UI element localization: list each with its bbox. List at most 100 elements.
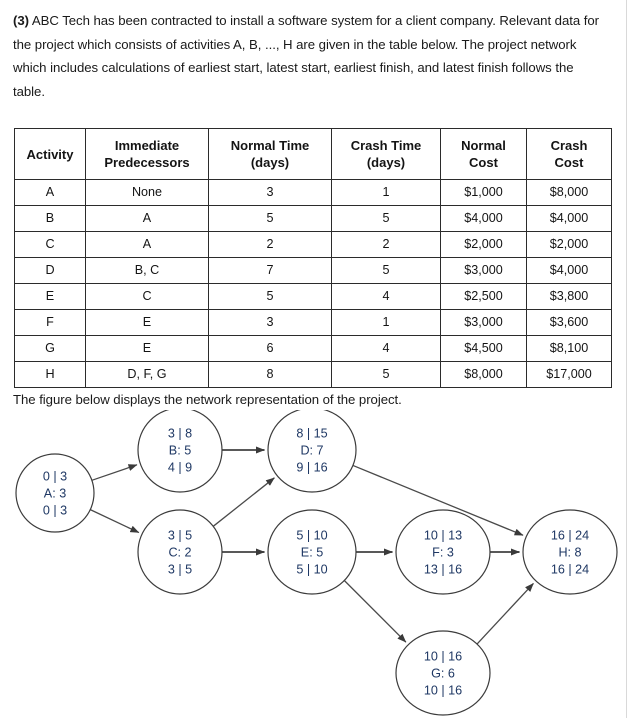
node-h-es-ls: 16 | 24	[551, 528, 589, 542]
col-header-normal-time-line2: (days)	[250, 155, 290, 170]
col-header-predecessors-line1: Immediate	[114, 138, 180, 153]
network-node-f[interactable]: 10 | 13F: 313 | 16	[395, 509, 491, 595]
cell-normal-time: 3	[208, 179, 332, 206]
cell-normal-cost: $8,000	[440, 361, 527, 388]
node-b-ef-lf: 4 | 9	[168, 460, 192, 474]
node-h-activity-duration: H: 8	[558, 545, 581, 559]
cell-normal-time: 8	[208, 361, 332, 388]
node-c-es-ls: 3 | 5	[168, 528, 192, 542]
cell-predecessors: None	[85, 179, 209, 206]
cell-crash-time: 5	[331, 361, 441, 388]
node-a-es-ls: 0 | 3	[43, 469, 67, 483]
cell-normal-time: 5	[208, 205, 332, 232]
cell-predecessors: A	[85, 231, 209, 258]
cell-normal-cost: $1,000	[440, 179, 527, 206]
cell-activity: A	[14, 179, 86, 206]
col-header-predecessors: Immediate Predecessors	[85, 128, 209, 180]
cell-crash-cost: $4,000	[526, 205, 612, 232]
edge-d-to-h	[352, 464, 524, 536]
cell-normal-cost: $3,000	[440, 257, 527, 284]
node-a-activity-duration: A: 3	[44, 486, 66, 500]
cell-crash-time: 1	[331, 179, 441, 206]
cell-crash-cost: $8,100	[526, 335, 612, 362]
node-a-ef-lf: 0 | 3	[43, 503, 67, 517]
cell-activity: F	[14, 309, 86, 336]
node-h-ef-lf: 16 | 24	[551, 562, 589, 576]
network-node-b[interactable]: 3 | 8 B: 5 4 | 9	[137, 410, 223, 493]
node-b-es-ls: 3 | 8	[168, 426, 192, 440]
col-header-crash-cost-line1: Crash	[550, 138, 588, 153]
node-circle-c	[137, 509, 223, 595]
cell-crash-time: 5	[331, 205, 441, 232]
network-node-e[interactable]: 5 | 10 E: 5 5 | 10	[267, 509, 357, 595]
cell-crash-cost: $4,000	[526, 257, 612, 284]
cell-activity: H	[14, 361, 86, 388]
edge-e-to-g	[343, 580, 407, 643]
table-head: Activity Immediate Predecessors Normal T…	[14, 128, 612, 180]
cell-predecessors: E	[85, 309, 209, 336]
network-node-g[interactable]: 10 | 16G: 610 | 16	[395, 630, 491, 716]
cell-crash-cost: $3,600	[526, 309, 612, 336]
node-circle-f	[395, 509, 491, 595]
cell-crash-time: 1	[331, 309, 441, 336]
col-header-normal-cost-line2: Cost	[469, 155, 498, 170]
cell-predecessors: E	[85, 335, 209, 362]
node-circle-d	[267, 410, 357, 493]
problem-number: (3)	[13, 13, 29, 28]
cell-normal-time: 6	[208, 335, 332, 362]
cell-crash-time: 4	[331, 283, 441, 310]
cell-crash-time: 4	[331, 335, 441, 362]
node-b-activity-duration: B: 5	[169, 443, 191, 457]
col-header-activity-line1: Activity	[26, 146, 74, 162]
node-d-es-ls: 8 | 15	[296, 426, 327, 440]
cell-crash-time: 2	[331, 231, 441, 258]
node-d-ef-lf: 9 | 16	[296, 460, 327, 474]
network-node-d[interactable]: 8 | 15 D: 7 9 | 16	[267, 410, 357, 493]
node-e-es-ls: 5 | 10	[296, 528, 327, 542]
col-header-activity: Activity	[14, 128, 86, 180]
node-g-es-ls: 10 | 16	[424, 649, 462, 663]
col-header-crash-cost: Crash Cost	[526, 128, 612, 180]
cell-predecessors: B, C	[85, 257, 209, 284]
col-header-normal-cost: Normal Cost	[440, 128, 527, 180]
intro-text: ABC Tech has been contracted to install …	[13, 13, 599, 99]
cell-activity: C	[14, 231, 86, 258]
node-f-es-ls: 10 | 13	[424, 528, 462, 542]
figure-caption: The figure below displays the network re…	[13, 392, 402, 407]
cell-crash-time: 5	[331, 257, 441, 284]
node-c-activity-duration: C: 2	[168, 545, 191, 559]
col-header-crash-time: Crash Time (days)	[331, 128, 441, 180]
node-e-activity-duration: E: 5	[301, 545, 323, 559]
cell-normal-cost: $3,000	[440, 309, 527, 336]
cell-crash-cost: $3,800	[526, 283, 612, 310]
node-g-ef-lf: 10 | 16	[424, 683, 462, 697]
table-header-row: Activity Immediate Predecessors Normal T…	[14, 128, 612, 180]
node-f-ef-lf: 13 | 16	[424, 562, 462, 576]
activity-table: Activity Immediate Predecessors Normal T…	[14, 128, 612, 388]
network-node-h[interactable]: 16 | 24 H: 8 16 | 24	[522, 509, 618, 595]
node-d-activity-duration: D: 7	[300, 443, 323, 457]
cell-crash-cost: $2,000	[526, 231, 612, 258]
node-circle-h	[522, 509, 618, 595]
edge-c-to-d	[212, 477, 275, 527]
cell-predecessors: C	[85, 283, 209, 310]
activity-table-wrapper: Activity Immediate Predecessors Normal T…	[14, 128, 612, 388]
col-header-crash-time-line2: (days)	[366, 155, 406, 170]
cell-normal-cost: $4,500	[440, 335, 527, 362]
edge-a-to-c	[89, 509, 140, 534]
network-node-c[interactable]: 3 | 5C: 23 | 5	[137, 509, 223, 595]
cell-crash-cost: $17,000	[526, 361, 612, 388]
cell-predecessors: D, F, G	[85, 361, 209, 388]
node-circle-a	[15, 453, 95, 533]
project-network-diagram: 0 | 3 A: 3 0 | 3 3 | 8 B: 5 4 | 9 3 | 5 C: 2 3 |…	[15, 410, 618, 716]
intro-paragraph: (3) ABC Tech has been contracted to inst…	[13, 9, 605, 103]
cell-normal-cost: $2,500	[440, 283, 527, 310]
network-node-a[interactable]: 0 | 3 A: 3 0 | 3	[15, 453, 95, 533]
node-e-ef-lf: 5 | 10	[296, 562, 327, 576]
